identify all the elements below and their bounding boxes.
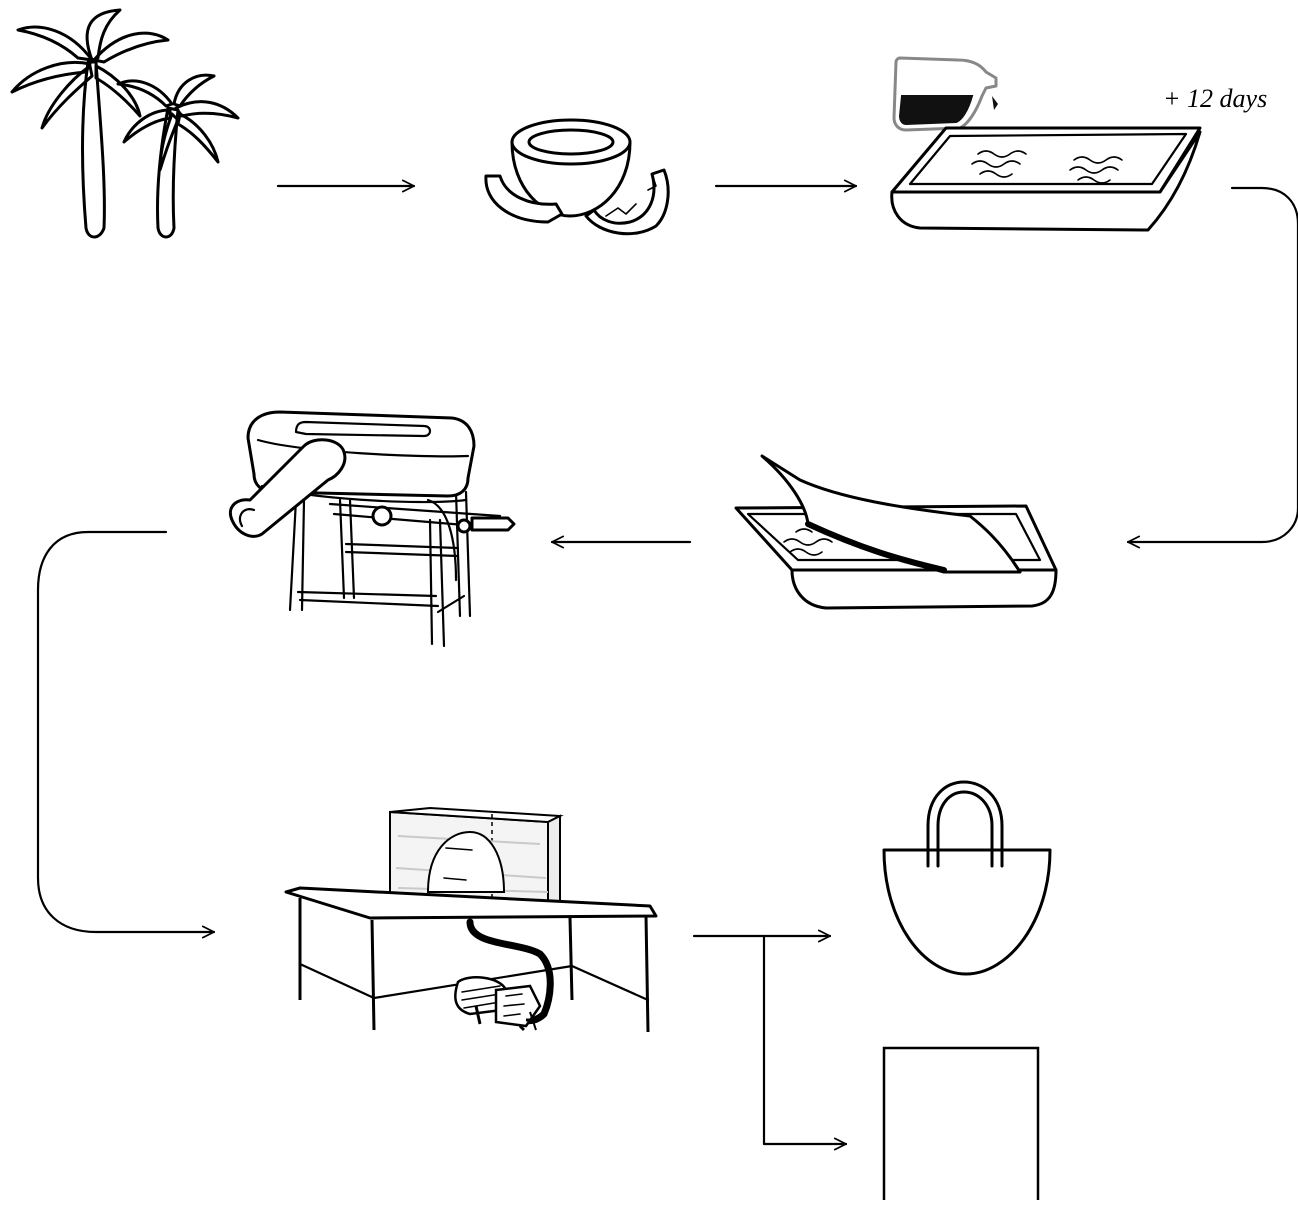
split-coconut-icon (484, 118, 670, 236)
panel-icon (882, 1046, 1040, 1204)
decorticator-machine-icon (229, 410, 516, 648)
vacuum-table-icon (284, 806, 658, 1033)
soak-duration-label: + 12 days (1163, 84, 1268, 113)
vacuum-pump-icon (454, 976, 542, 1032)
arrow-vacuum-to-panel (762, 934, 848, 1151)
palm-trees-icon (10, 8, 240, 239)
arrow-machine-to-vacuum (36, 530, 216, 939)
pouring-flask-icon (892, 56, 998, 132)
bag-icon (882, 780, 1052, 976)
tray-with-sheet-icon (734, 454, 1058, 610)
connectors (36, 179, 1298, 1151)
tray-with-liquid-icon (890, 126, 1202, 232)
arrow-soak-to-extraction (1126, 186, 1298, 549)
